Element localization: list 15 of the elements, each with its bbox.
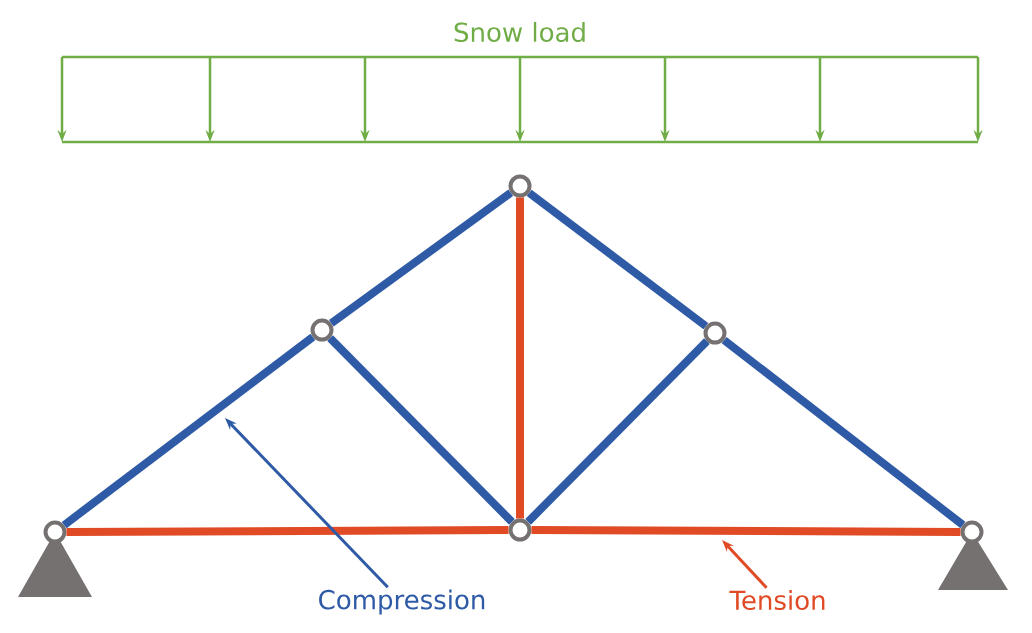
truss-member (328, 189, 514, 327)
joint-circle (508, 518, 532, 542)
joint-circle (43, 520, 67, 544)
callout-label: Compression (319, 589, 485, 615)
truss-member (526, 189, 709, 330)
truss-member (327, 335, 515, 525)
joint-circle (310, 318, 334, 342)
truss-member (61, 333, 316, 529)
joint-circle (703, 321, 727, 345)
joint-circle (508, 174, 532, 198)
callout-label: Tension (729, 589, 825, 611)
joint-circle (960, 520, 984, 544)
truss-member (525, 338, 710, 525)
load-label: Snow load (454, 21, 585, 43)
truss-member (721, 336, 966, 529)
